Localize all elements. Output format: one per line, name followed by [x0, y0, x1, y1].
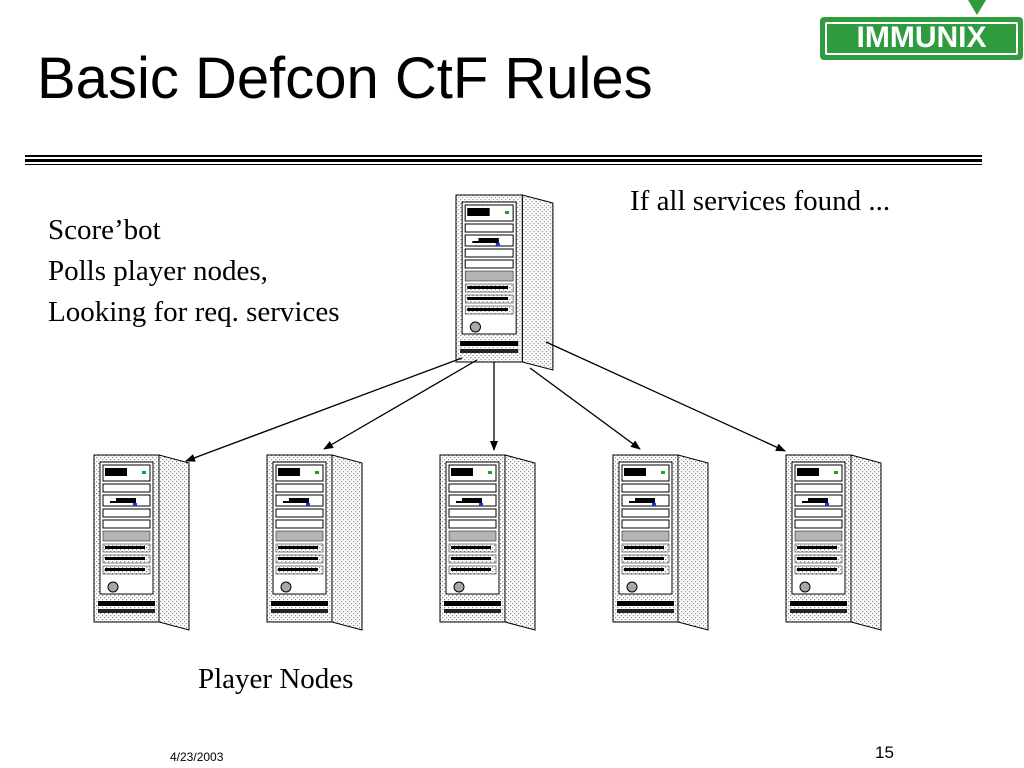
services-found-text: If all services found ... — [630, 185, 891, 217]
arrow-to-player-1 — [185, 357, 463, 462]
immunix-logo: IMMUNIX — [820, 0, 1024, 62]
player-node-1 — [93, 454, 190, 631]
scorebot-server — [455, 194, 554, 371]
server-tower-icon — [266, 454, 363, 631]
logo-badge: IMMUNIX — [820, 17, 1023, 60]
player-node-4 — [612, 454, 709, 631]
server-tower-icon — [439, 454, 536, 631]
title-rule-top — [25, 155, 982, 157]
logo-triangle-icon — [968, 0, 986, 15]
page-number: 15 — [875, 743, 894, 762]
scorebot-line-1: Score’bot — [48, 214, 161, 246]
arrow-to-player-5 — [545, 341, 786, 452]
player-node-5 — [785, 454, 882, 631]
title-rule-bottom — [25, 164, 982, 165]
scorebot-line-2: Polls player nodes, — [48, 255, 268, 287]
player-node-2 — [266, 454, 363, 631]
server-tower-icon — [455, 194, 554, 371]
poll-arrows — [185, 341, 786, 462]
slide-title: Basic Defcon CtF Rules — [37, 46, 653, 111]
server-tower-icon — [785, 454, 882, 631]
logo-border — [825, 22, 1018, 55]
server-tower-icon — [612, 454, 709, 631]
player-nodes-label: Player Nodes — [198, 663, 354, 695]
scorebot-description: Score’bot Polls player nodes, Looking fo… — [48, 210, 340, 333]
player-node-3 — [439, 454, 536, 631]
scorebot-line-3: Looking for req. services — [48, 296, 340, 328]
title-rule-middle — [25, 159, 982, 162]
footer-date: 4/23/2003 — [170, 750, 224, 764]
arrow-to-player-2 — [323, 359, 478, 450]
logo-text: IMMUNIX — [856, 21, 987, 54]
server-tower-icon — [93, 454, 190, 631]
arrow-to-player-4 — [529, 367, 641, 450]
